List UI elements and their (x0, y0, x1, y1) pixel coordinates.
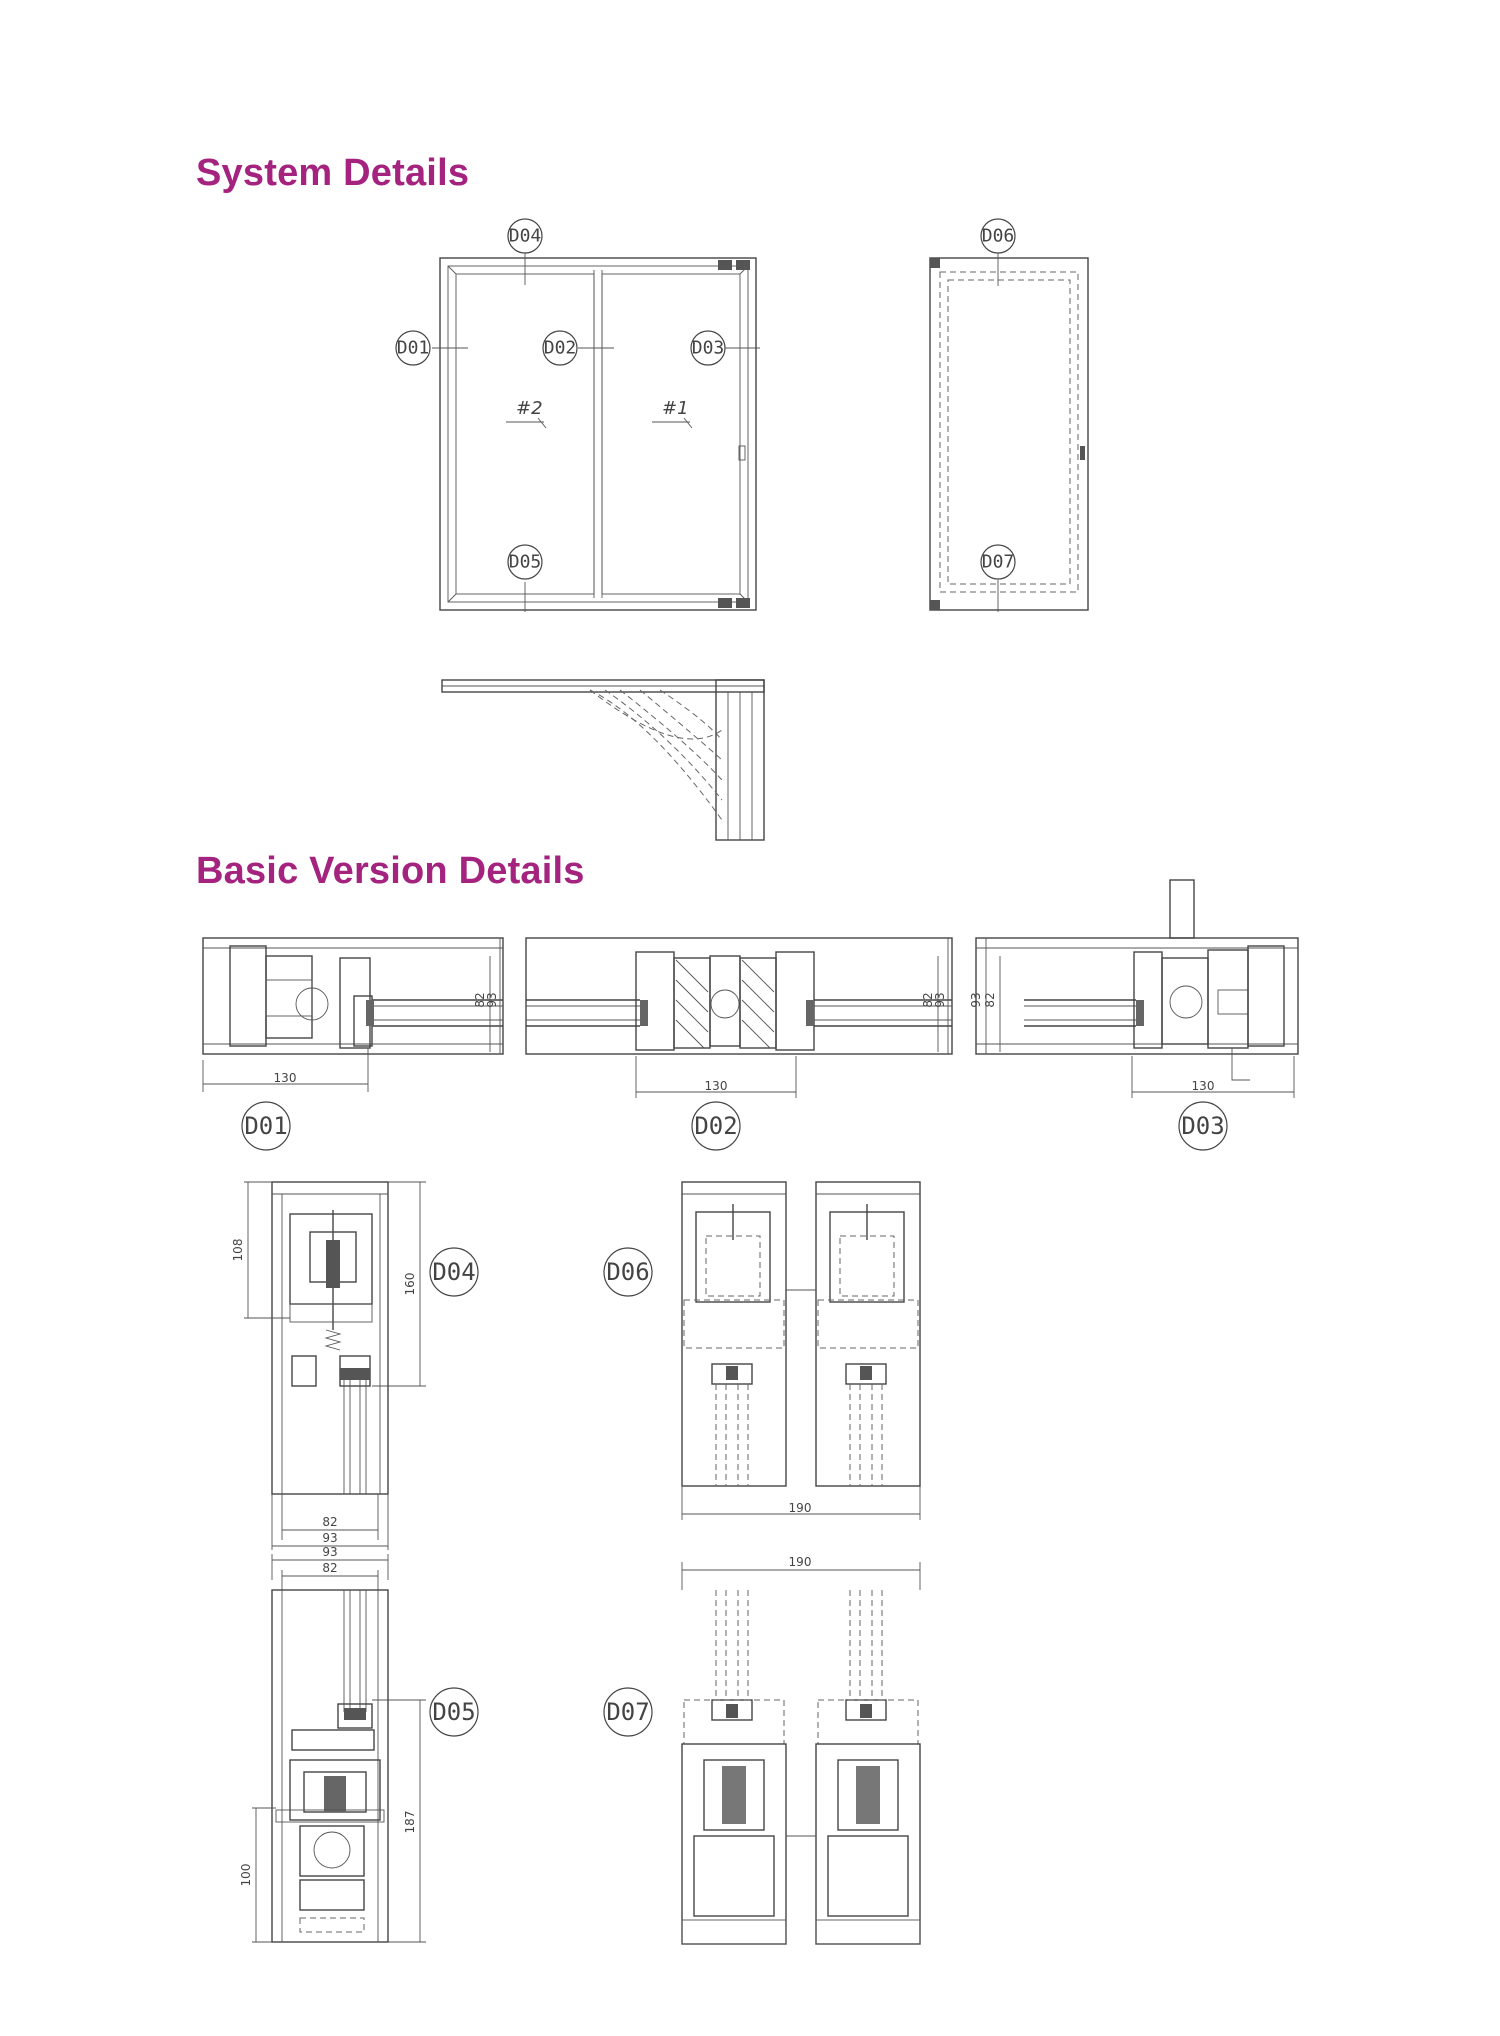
detail-d03: 130 93 82 D03 (969, 879, 1299, 1151)
plan-view (441, 679, 765, 841)
d05-dim-100: 100 (239, 1864, 253, 1887)
d03-dim-93: 93 (969, 992, 983, 1007)
detail-d04: 108 160 82 93 D04 (231, 1181, 479, 1550)
d02-dim-width: 130 (705, 1079, 728, 1093)
d05-dim-93: 93 (322, 1545, 337, 1559)
d03-dim-82: 82 (983, 992, 997, 1007)
callout-d06 (980, 218, 1016, 254)
callout-d04-label: D04 (509, 226, 542, 247)
detail-d02: 130 82 93 D02 (525, 937, 953, 1151)
callout-d02-label: D02 (544, 338, 577, 359)
detail-d01: 130 82 93 D01 (202, 937, 504, 1151)
basic-version-details-heading: Basic Version Details (196, 850, 585, 892)
callout-d05 (507, 544, 543, 580)
detail-d07: 190 D07 (603, 1555, 921, 1945)
callout-d06-detail (603, 1247, 653, 1297)
system-details-heading: System Details (196, 152, 470, 194)
callout-d04-detail (429, 1247, 479, 1297)
callout-d07-detail (603, 1687, 653, 1737)
callout-d03-label: D03 (692, 338, 725, 359)
d04-dim-160: 160 (403, 1273, 417, 1296)
callout-d05-label: D05 (509, 552, 542, 573)
callout-d01 (395, 330, 431, 366)
detail-d06: 190 D06 (603, 1181, 921, 1520)
d07-dim-190: 190 (789, 1555, 812, 1569)
sash-label-2: #2 (516, 398, 543, 419)
d01-dim-93: 93 (485, 992, 499, 1007)
callout-d01-label: D01 (397, 338, 430, 359)
d07-tag: D07 (606, 1698, 649, 1726)
d01-tag: D01 (244, 1112, 287, 1140)
d06-dim-190: 190 (789, 1501, 812, 1515)
d05-dim-82: 82 (322, 1561, 337, 1575)
sash-label-1: #1 (662, 398, 689, 419)
callout-d03-detail (1178, 1101, 1228, 1151)
d04-dim-82: 82 (322, 1515, 337, 1529)
d04-tag: D04 (432, 1258, 475, 1286)
d02-tag: D02 (694, 1112, 737, 1140)
d02-dim-93: 93 (933, 992, 947, 1007)
d04-dim-108: 108 (231, 1239, 245, 1262)
d05-dim-187: 187 (403, 1811, 417, 1834)
d05-tag: D05 (432, 1698, 475, 1726)
d02-dim-82: 82 (921, 992, 935, 1007)
side-section: D06 D07 (929, 218, 1089, 612)
d03-tag: D03 (1181, 1112, 1224, 1140)
callout-d03 (690, 330, 726, 366)
front-elevation: D04 D01 D02 D03 D05 #2 #1 (395, 218, 760, 612)
callout-d04 (507, 218, 543, 254)
callout-d01-detail (241, 1101, 291, 1151)
callout-d05-detail (429, 1687, 479, 1737)
callout-d02-detail (691, 1101, 741, 1151)
callout-d07 (980, 544, 1016, 580)
d03-dim-width: 130 (1192, 1079, 1215, 1093)
d06-tag: D06 (606, 1258, 649, 1286)
callout-d02 (542, 330, 578, 366)
callout-d07-label: D07 (982, 552, 1015, 573)
detail-d05: 93 82 100 187 D05 (239, 1545, 479, 1943)
d04-dim-93: 93 (322, 1531, 337, 1545)
d01-dim-width: 130 (274, 1071, 297, 1085)
d01-dim-82: 82 (473, 992, 487, 1007)
callout-d06-label: D06 (982, 226, 1015, 247)
